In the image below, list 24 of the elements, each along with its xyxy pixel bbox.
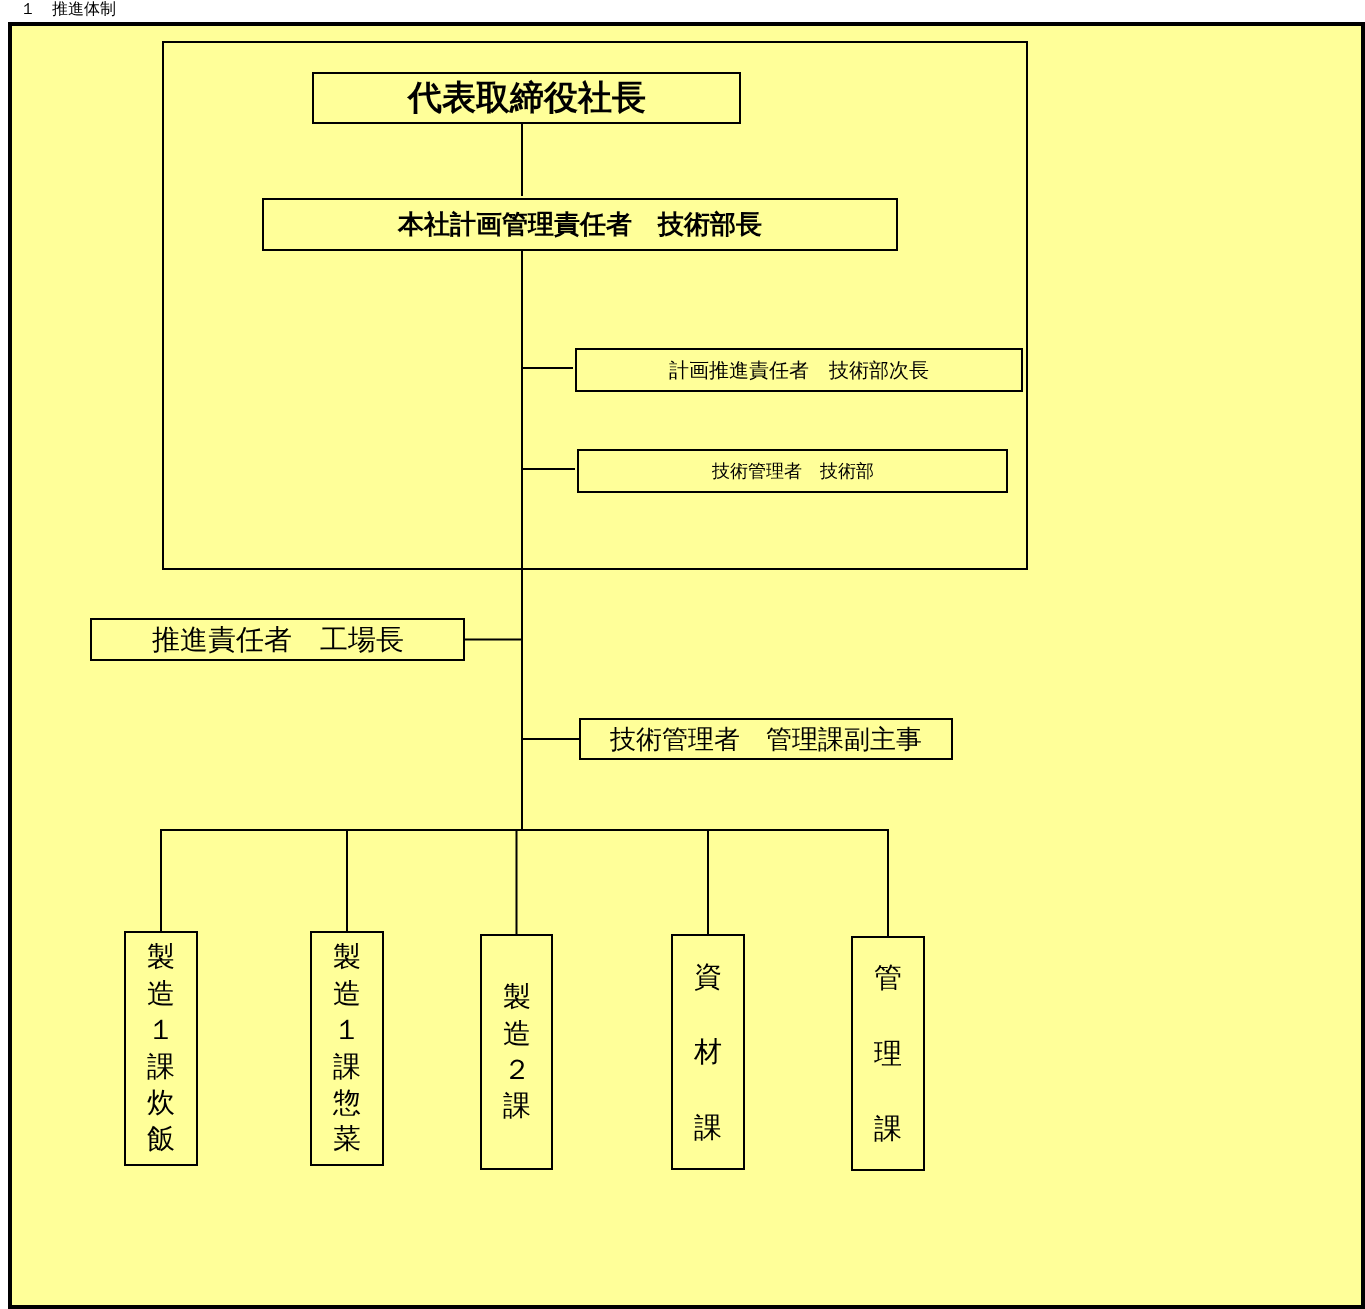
section-box bbox=[124, 931, 198, 1166]
position-title: 技術管理者 技術部 bbox=[711, 459, 874, 483]
section-box bbox=[310, 931, 384, 1166]
position-box bbox=[577, 449, 1008, 493]
position-box bbox=[579, 718, 953, 760]
position-title: 管理課 bbox=[874, 960, 902, 1148]
page-title: １ 推進体制 bbox=[20, 0, 116, 18]
position-title: 代表取締役社長 bbox=[407, 76, 646, 119]
department-frame bbox=[162, 41, 1028, 570]
position-title: 本社計画管理責任者 技術部長 bbox=[398, 208, 762, 241]
position-title: 製造１課炊飯 bbox=[147, 939, 175, 1158]
position-title: 推進責任者 工場長 bbox=[151, 621, 404, 658]
position-box bbox=[262, 198, 898, 251]
section-box bbox=[671, 934, 745, 1170]
position-box bbox=[90, 618, 465, 661]
position-title: 製造２課 bbox=[502, 979, 531, 1125]
section-box bbox=[851, 936, 925, 1171]
position-box bbox=[575, 348, 1023, 392]
position-title: 計画推進責任者 技術部次長 bbox=[669, 356, 929, 384]
position-box bbox=[312, 72, 741, 124]
section-box bbox=[480, 934, 553, 1170]
position-title: 技術管理者 管理課副主事 bbox=[610, 722, 922, 756]
position-title: 資材課 bbox=[694, 958, 722, 1146]
position-title: 製造１課惣菜 bbox=[333, 939, 361, 1158]
